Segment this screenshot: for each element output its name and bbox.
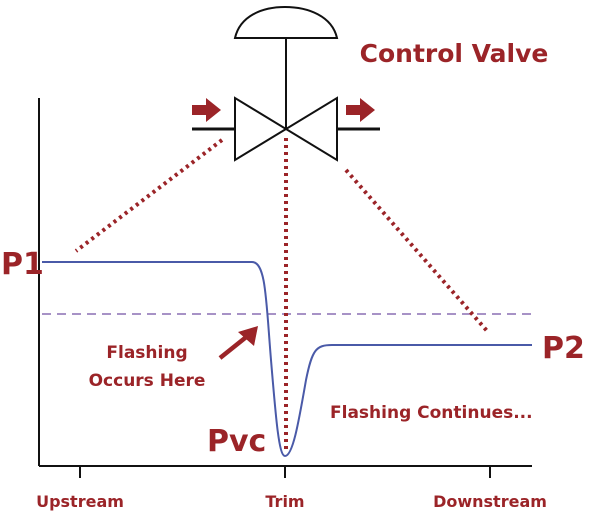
flow-arrow-left-icon [192,98,221,122]
dotted-guide-left [74,138,224,253]
axis-label-trim: Trim [265,492,304,511]
valve-actuator-dome [233,5,339,39]
label-p1: P1 [1,247,44,282]
label-pvc: Pvc [207,424,266,459]
axis-label-upstream: Upstream [36,492,124,511]
label-p2: P2 [542,331,585,366]
axis-label-downstream: Downstream [433,492,547,511]
valve-body-left [234,96,288,162]
valve-icon [192,5,380,162]
label-flashing-line2: Occurs Here [89,371,206,391]
label-flashing-line1: Flashing [106,343,187,363]
label-flashing-continues: Flashing Continues... [330,403,533,423]
pressure-profile-curve [42,261,532,458]
diagram-title: Control Valve [360,39,549,68]
flashing-pointer-arrow-icon [218,326,258,360]
flow-arrow-right-icon [346,98,375,122]
dotted-guide-right [344,168,490,334]
valve-body-right [284,96,338,162]
